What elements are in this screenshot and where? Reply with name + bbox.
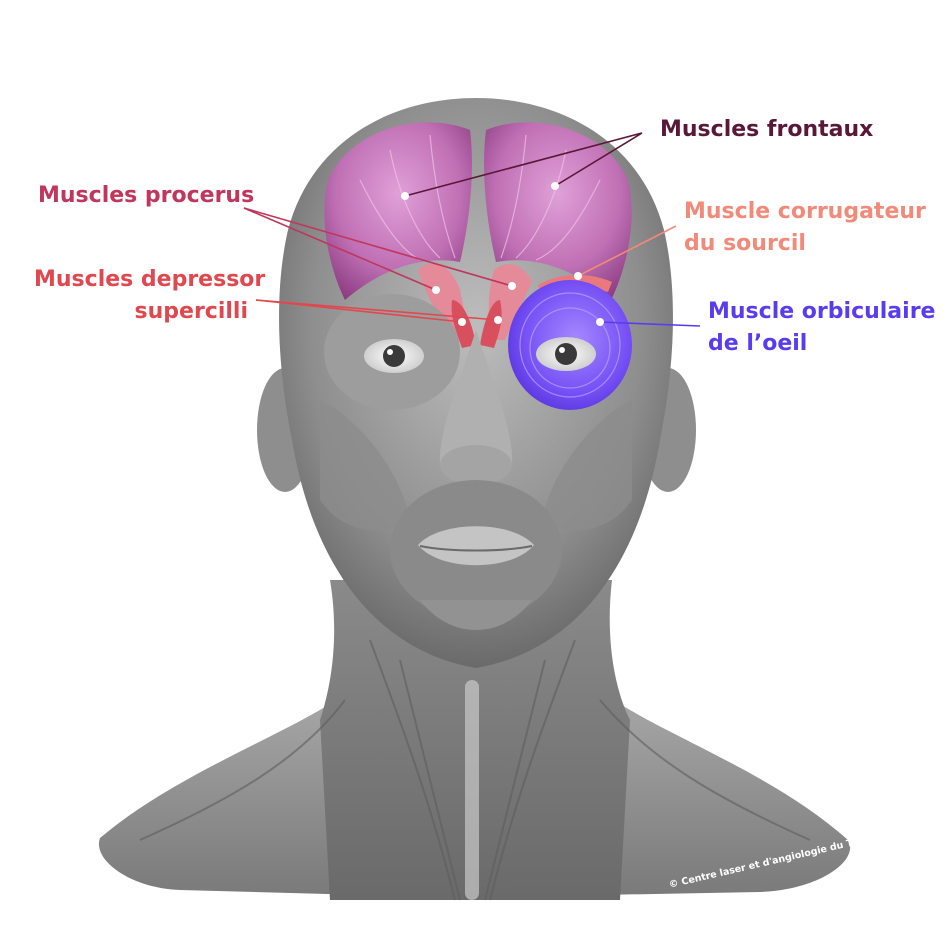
nose (439, 330, 513, 480)
label-orbiculaire-line2: de l’oeil (708, 331, 808, 356)
label-depressor-line2: supercilli (134, 299, 248, 324)
frontal-muscle-left (324, 122, 472, 300)
label-corrugateur-line1: Muscle corrugateur (684, 199, 926, 224)
leader-dots (401, 182, 604, 326)
label-muscle-corrugateur: Muscle corrugateur du sourcil (684, 196, 926, 260)
lips (418, 526, 534, 566)
label-muscle-orbiculaire: Muscle orbiculaire de l’oeil (708, 296, 935, 360)
label-depressor-line1: Muscles depressor (34, 267, 266, 292)
label-muscles-depressor: Muscles depressor supercilli (34, 264, 266, 328)
label-muscles-procerus: Muscles procerus (38, 183, 255, 208)
label-corrugateur-line2: du sourcil (684, 231, 806, 256)
frontal-muscle-right (484, 122, 632, 300)
label-muscles-frontaux: Muscles frontaux (660, 117, 874, 142)
label-orbiculaire-line1: Muscle orbiculaire (708, 299, 936, 324)
leader-lines (243, 132, 701, 327)
depressor-muscle-right (480, 300, 502, 348)
